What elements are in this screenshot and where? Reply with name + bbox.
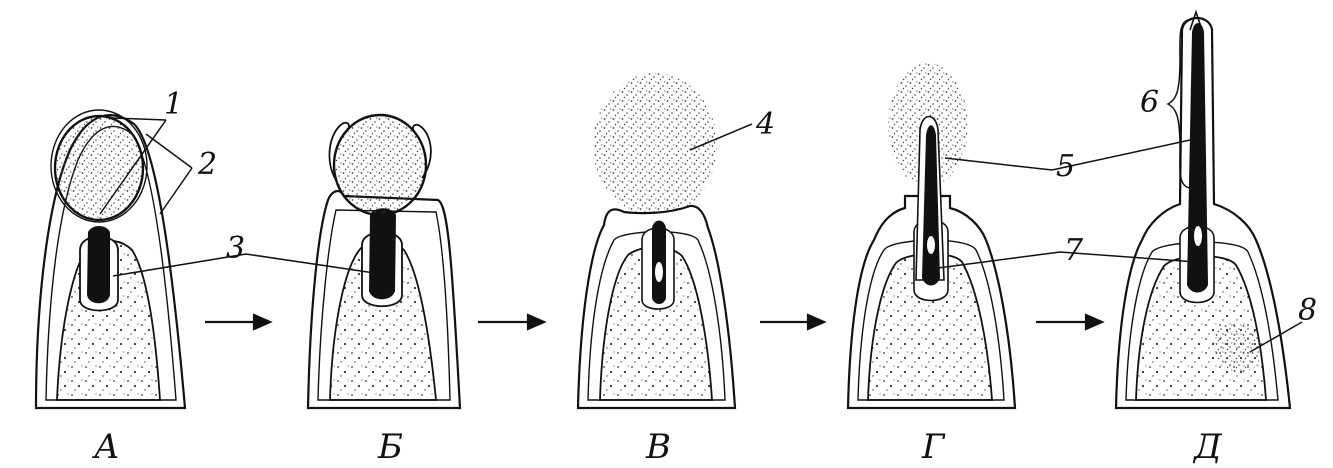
stage-label-a: А [92, 427, 120, 467]
stage-a-drawing [36, 110, 185, 408]
stage-b-embryo [369, 208, 396, 299]
stage-g-embryo-core [927, 236, 935, 254]
stage-a-embryo [87, 226, 110, 303]
stage-v-drawing [578, 73, 735, 408]
stage-v-embryo-core [655, 262, 663, 282]
stage-b-drawing [308, 115, 460, 408]
arrow-a-to-b [205, 315, 270, 329]
stage-a-pollen-grain [55, 116, 143, 220]
callout-3: 3 [226, 231, 245, 266]
callout-5: 5 [1056, 149, 1075, 184]
stage-d-embryo-core [1194, 226, 1202, 246]
arrow-g-to-d [1036, 315, 1102, 329]
callout-1: 1 [164, 87, 183, 122]
arrow-b-to-v [478, 315, 544, 329]
stage-label-d: Д [1192, 427, 1223, 467]
arrow-v-to-g [760, 315, 824, 329]
callout-6: 6 [1140, 85, 1159, 120]
callout-4: 4 [755, 107, 775, 142]
stage-g-drawing [848, 63, 1015, 408]
stage-v-pollen-cloud [593, 73, 717, 217]
stage-d-drawing [1116, 12, 1290, 408]
stage-label-v: В [645, 427, 671, 467]
stage-label-b: Б [377, 427, 403, 467]
callout-8: 8 [1298, 293, 1317, 328]
stage-labels: А Б В Г Д [92, 427, 1223, 467]
stage-label-g: Г [921, 427, 946, 467]
callout-2: 2 [197, 147, 217, 182]
callout-7: 7 [1064, 233, 1084, 268]
